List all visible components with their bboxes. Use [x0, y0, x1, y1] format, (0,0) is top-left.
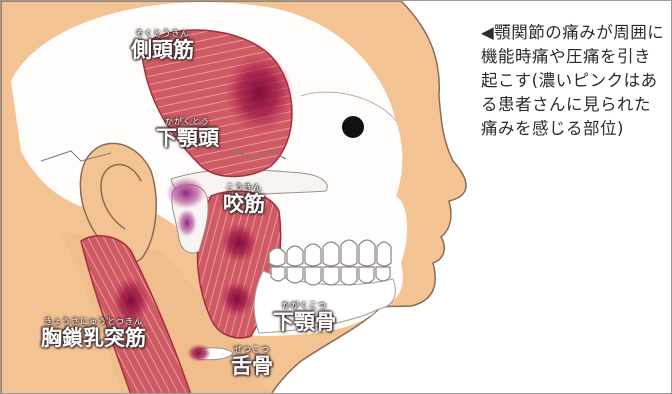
label-scm-text: 胸鎖乳突筋	[41, 326, 146, 350]
label-masseter-text: 咬筋	[223, 192, 265, 216]
label-condyle-ruby: かがくとう	[156, 117, 219, 126]
masseter-pain-lower	[221, 281, 253, 317]
label-temporalis-text: 側頭筋	[131, 38, 194, 62]
condyle-pain-area	[166, 177, 206, 209]
label-mandible-text: 下顎骨	[273, 310, 336, 334]
eye-dot	[342, 116, 364, 138]
label-mandible-ruby: かがくこつ	[273, 301, 336, 310]
label-temporalis-ruby: そくとうきん	[131, 29, 194, 38]
label-condyle-text: 下顎頭	[156, 126, 219, 150]
label-mandible: かがくこつ 下顎骨	[273, 301, 336, 334]
temporalis-pain-area	[225, 53, 293, 133]
label-hyoid: ぜつこつ 舌骨	[231, 345, 273, 378]
label-hyoid-text: 舌骨	[231, 354, 273, 378]
label-scm-ruby: きょうさにゅうとつきん	[41, 317, 146, 326]
label-scm: きょうさにゅうとつきん 胸鎖乳突筋	[41, 317, 146, 350]
label-condyle: かがくとう 下顎頭	[156, 117, 219, 150]
label-masseter: こうきん 咬筋	[223, 183, 265, 216]
condyle-pain-lower	[177, 209, 197, 237]
hyoid-pain-area	[187, 344, 211, 362]
label-temporalis: そくとうきん 側頭筋	[131, 29, 194, 62]
caption-text: ◀顎関節の痛みが周囲に機能時痛や圧痛を引き起こす(濃いピンクはある患者さんに見ら…	[481, 21, 667, 141]
label-masseter-ruby: こうきん	[223, 183, 265, 192]
masseter-pain-upper	[221, 223, 257, 263]
label-hyoid-ruby: ぜつこつ	[231, 345, 273, 354]
